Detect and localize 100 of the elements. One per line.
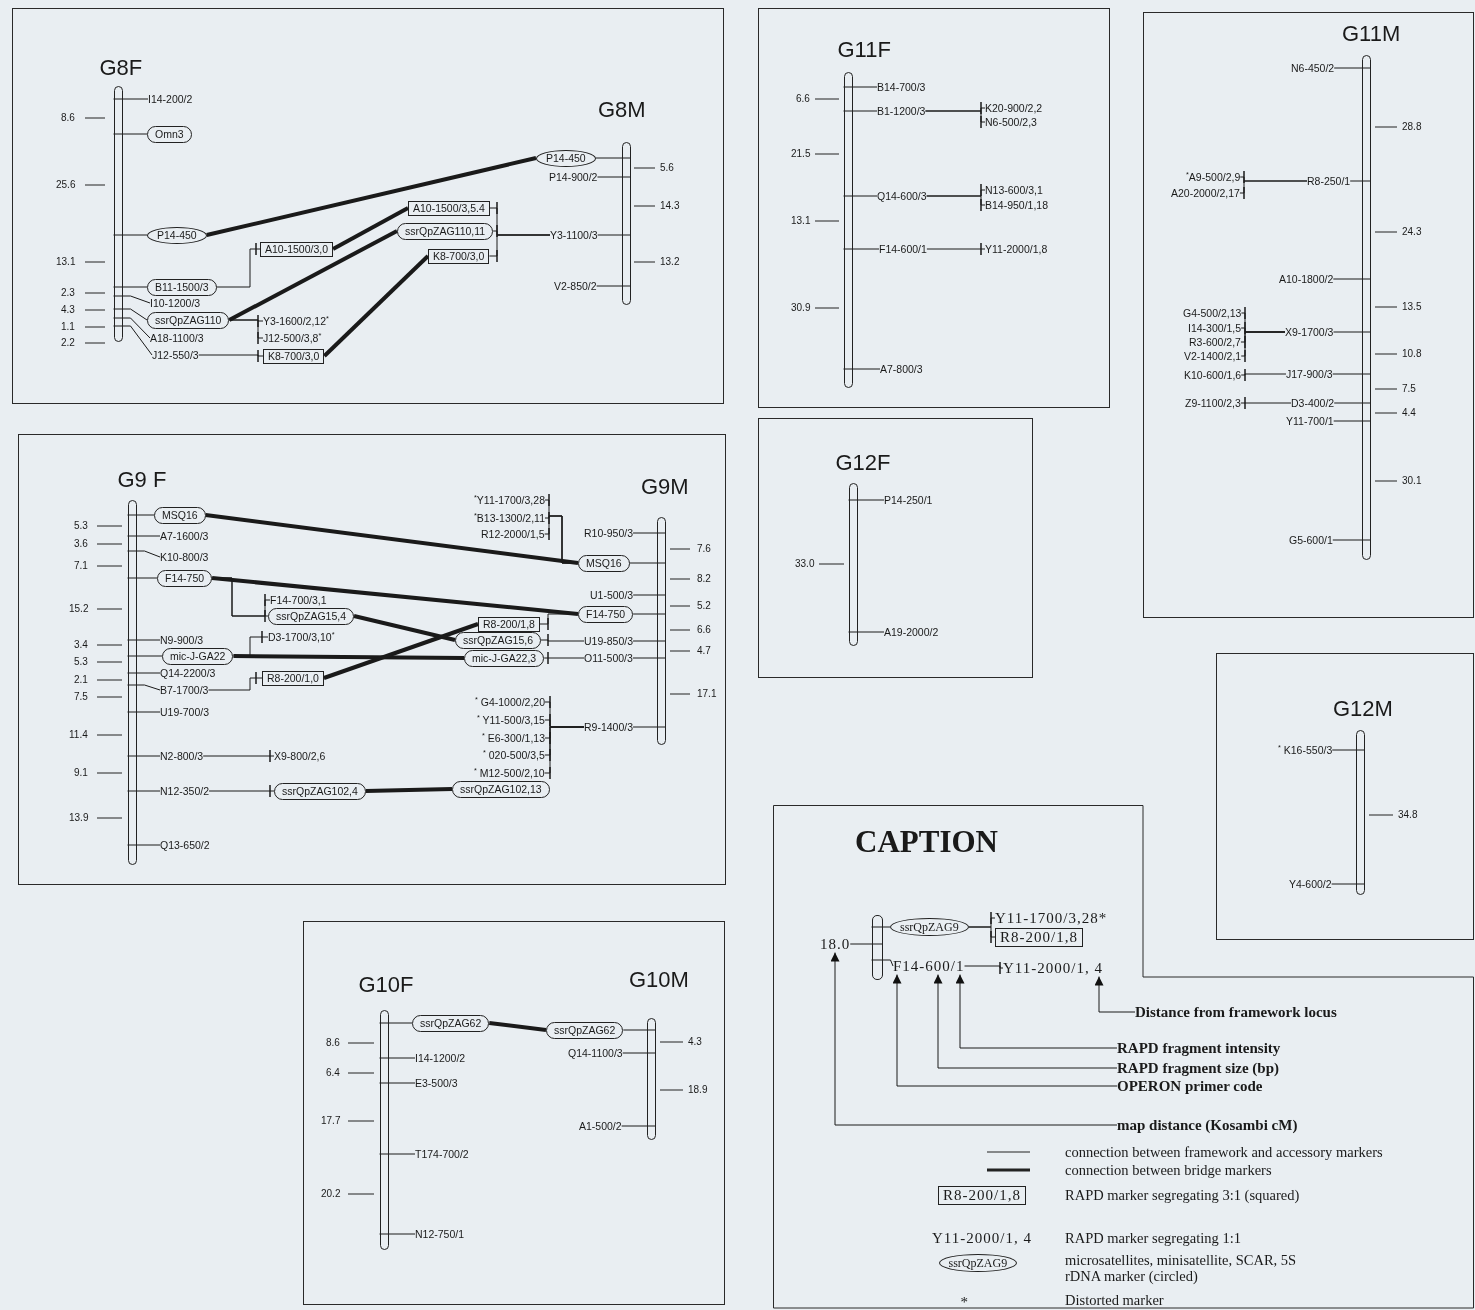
explanation-text: map distance (Kosambi cM) (1117, 1116, 1298, 1134)
legend-label: microsatellites, minisatellite, SCAR, 5S rDNA marker (circled) (1065, 1252, 1298, 1284)
marker-tick-line (379, 1082, 416, 1084)
boxed-marker: R8-200/1,8 (995, 927, 1083, 947)
accessory-connector (198, 349, 264, 363)
marker-label: Y11-2000/1,8 (985, 242, 1048, 256)
marker-tick-line (843, 368, 881, 370)
accessory-connector (207, 671, 263, 691)
map-distance: 6.6 (796, 93, 810, 105)
marker-label: A7-1600/3 (160, 529, 209, 543)
marker-label: Q14-1100/3 (568, 1046, 623, 1060)
linkage-group-title: G12F (835, 451, 891, 475)
bridge-connector (353, 614, 456, 642)
marker-label: $^{*}$ E6-300/1,13 (482, 731, 545, 745)
marker-label: V2-1400/2,1 (1184, 349, 1242, 363)
map-distance: 6.6 (697, 624, 711, 636)
legend-label: connection between bridge markers (1065, 1162, 1272, 1178)
marker-tick-line (1331, 883, 1365, 885)
marker-tick-line (632, 726, 666, 728)
marker-label: I14-200/2 (148, 92, 193, 106)
bridge-connector (323, 622, 479, 680)
bridge-connector (206, 156, 537, 237)
map-distance: 20.2 (321, 1188, 341, 1200)
marker-label: R10-950/3 (584, 526, 634, 540)
accessory-connector (208, 784, 275, 798)
marker-tick-line (113, 308, 148, 321)
marker-tick-line (113, 98, 149, 100)
accessory-connector (924, 110, 986, 129)
rounded-marker: F14-750 (157, 569, 213, 587)
marker-label: $^{*}$Y11-1700/3,28 (474, 493, 545, 507)
marker-label: A18-1100/3 (150, 331, 204, 345)
rounded-marker: mic-J-GA22,3 (464, 649, 545, 667)
map-distance: 1.1 (61, 321, 75, 333)
map-distance: 3.6 (74, 538, 88, 550)
map-distance: 4.3 (688, 1036, 702, 1048)
marker-tick-line (127, 535, 161, 537)
marker-label: F14-600/1 (879, 242, 927, 256)
marker-tick-line (1349, 180, 1371, 182)
chromosome-bar (871, 915, 883, 980)
marker-tick-line (1332, 373, 1371, 375)
marker-tick-line (871, 959, 894, 967)
marker-label: R12-2000/1,5 (481, 527, 545, 541)
marker-tick-line (622, 1052, 656, 1054)
explanation-text: OPERON primer code (1117, 1077, 1263, 1095)
marker-label: X9-800/2,6 (274, 749, 326, 763)
marker-label: G5-600/1 (1289, 533, 1333, 547)
marker-tick-line (632, 640, 666, 642)
marker-label: N2-800/3 (160, 749, 204, 763)
legend-label: Distorted marker (1065, 1292, 1164, 1308)
marker-label: T174-700/2 (415, 1147, 469, 1161)
map-panel (1143, 12, 1474, 618)
accessory-connector (926, 195, 986, 212)
marker-tick-line (379, 1022, 413, 1024)
map-distance: 7.5 (1402, 383, 1416, 395)
marker-tick-line (632, 613, 666, 615)
accessory-connector (544, 726, 585, 780)
marker-tick-line (597, 234, 631, 236)
map-distance: 7.5 (74, 691, 88, 703)
marker-label: A10-1800/2 (1279, 272, 1334, 286)
rounded-marker: F14-750 (578, 605, 634, 623)
rounded-marker: ssrQpZAG15,4 (268, 607, 355, 625)
boxed-marker: K8-700/3,0 (263, 348, 325, 364)
marker-label: V2-850/2 (554, 279, 597, 293)
marker-label: N13-600/3,1 (985, 183, 1043, 197)
marker-label: A20-2000/2,17 (1171, 186, 1240, 200)
marker-label: N9-900/3 (160, 633, 204, 647)
marker-label: $^{*}$ G4-1000/2,20 (475, 695, 545, 709)
marker-label: Y4-600/2 (1289, 877, 1332, 891)
marker-label: E3-500/3 (415, 1076, 458, 1090)
marker-label: F14-600/1 (893, 957, 965, 975)
circled-marker: ssrQpZAG9 (890, 918, 969, 936)
marker-label: A1-500/2 (579, 1119, 622, 1133)
map-distance: 25.6 (56, 179, 76, 191)
map-distance: 3.4 (74, 639, 88, 651)
marker-tick-line (1332, 539, 1371, 541)
bridge-connector (489, 1021, 547, 1032)
marker-label: I14-1200/2 (415, 1051, 466, 1065)
marker-label: U1-500/3 (590, 588, 634, 602)
circled-marker: P14-450 (536, 149, 596, 167)
marker-label: U19-850/3 (584, 634, 634, 648)
map-distance: 17.1 (697, 688, 717, 700)
marker-label: U19-700/3 (160, 705, 210, 719)
map-distance: 4.3 (61, 304, 75, 316)
map-distance: 2.2 (61, 337, 75, 349)
linkage-group-title: G11M (1342, 22, 1401, 46)
linkage-group-title: G12M (1333, 697, 1393, 721)
marker-tick-line (113, 133, 148, 135)
boxed-marker: K8-700/3,0 (428, 248, 490, 264)
leader-line (933, 974, 1118, 1069)
marker-label: J17-900/3 (1286, 367, 1333, 381)
boxed-marker: A10-1500/3,5.4 (408, 200, 490, 216)
marker-label: O11-500/3 (584, 651, 633, 665)
marker-tick-line (127, 684, 161, 691)
bridge-connector (211, 576, 579, 616)
map-distance: 13.1 (56, 256, 76, 268)
marker-tick-line (127, 514, 155, 516)
map-distance: 13.9 (69, 812, 89, 824)
map-panel (758, 418, 1033, 678)
marker-tick-line (848, 631, 885, 633)
marker-tick-line (113, 234, 148, 236)
